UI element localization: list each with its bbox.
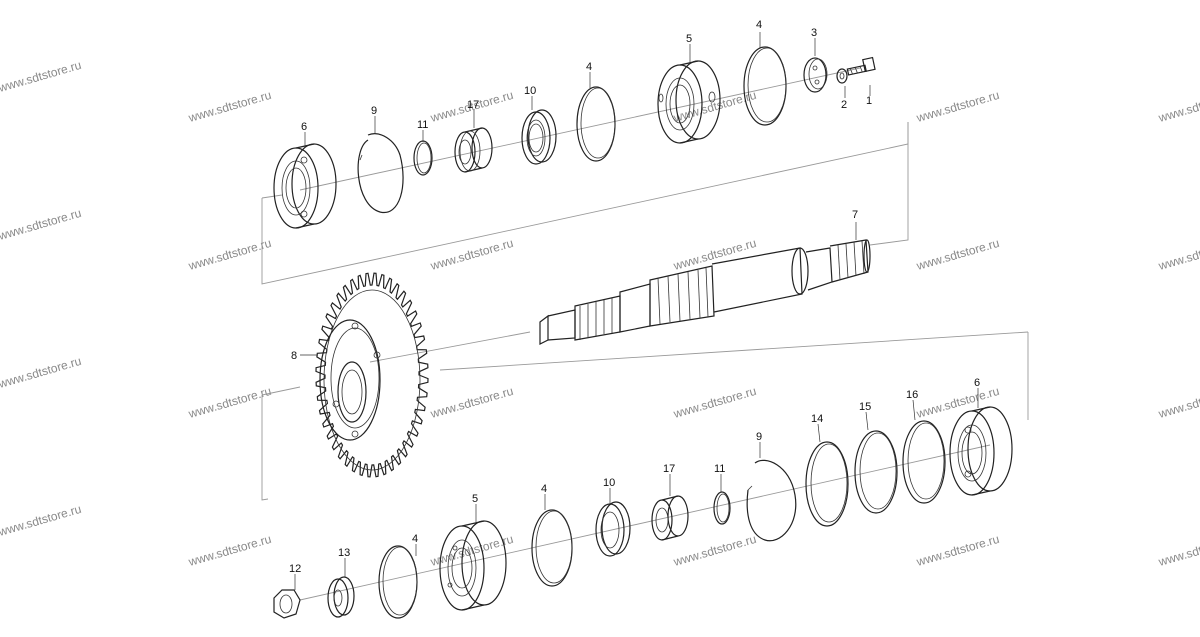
bushing-icon	[454, 127, 493, 173]
snap-ring-icon	[413, 140, 433, 176]
retainer-plate-icon	[803, 57, 828, 93]
watermark-text: www.sdtstore.ru	[0, 206, 83, 243]
washer-icon	[836, 68, 848, 84]
watermark-text: www.sdtstore.ru	[914, 88, 1001, 125]
bushing-icon	[651, 495, 689, 541]
snap-ring-icon	[576, 86, 616, 162]
snap-ring-icon	[531, 509, 573, 587]
watermark-text: www.sdtstore.ru	[186, 532, 273, 569]
bearing-icon	[949, 406, 1013, 496]
axis-lines	[299, 67, 991, 601]
callout-label: 9	[756, 431, 762, 443]
watermark-text: www.sdtstore.ru	[671, 532, 758, 569]
callout-label: 4	[412, 533, 418, 545]
callout-label: 10	[524, 85, 536, 97]
callout-label: 4	[541, 483, 547, 495]
snap-ring-icon	[854, 430, 898, 514]
watermark-text: www.sdtstore.ru	[186, 236, 273, 273]
watermark-text: www.sdtstore.ru	[914, 384, 1001, 421]
oil-seal-icon	[521, 109, 557, 165]
watermark-text: www.sdtstore.ru	[1156, 236, 1200, 273]
callout-label: 12	[289, 563, 301, 575]
callout-label: 4	[586, 61, 592, 73]
callout-label: 5	[686, 33, 692, 45]
watermark-text: www.sdtstore.ru	[1156, 384, 1200, 421]
callout-label: 6	[974, 377, 980, 389]
callout-label: 13	[338, 547, 350, 559]
watermark-text: www.sdtstore.ru	[1156, 532, 1200, 569]
callout-label: 15	[859, 401, 871, 413]
watermark-text: www.sdtstore.ru	[186, 88, 273, 125]
watermark-text: www.sdtstore.ru	[0, 354, 83, 391]
snap-ring-icon	[805, 441, 849, 527]
oil-seal-icon	[595, 501, 631, 557]
circlip-icon	[357, 133, 404, 214]
snap-ring-icon	[378, 545, 418, 619]
callout-label: 10	[603, 477, 615, 489]
bearing-icon	[273, 143, 337, 229]
bearing-icon	[657, 60, 721, 144]
watermark-text: www.sdtstore.ru	[186, 384, 273, 421]
bearing-icon	[439, 520, 507, 611]
watermark-text: www.sdtstore.ru	[914, 532, 1001, 569]
callout-label: 7	[852, 209, 858, 221]
callout-label: 16	[906, 389, 918, 401]
watermark-text: www.sdtstore.ru	[0, 502, 83, 539]
splined-shaft-icon	[539, 239, 871, 345]
callout-label: 11	[417, 119, 428, 131]
upper-assembly-frame	[261, 122, 909, 285]
watermark-layer: www.sdtstore.ru www.sdtstore.ru www.sdts…	[0, 58, 1200, 569]
hex-nut-icon	[273, 589, 301, 619]
snap-ring-icon	[902, 420, 946, 504]
watermark-text: www.sdtstore.ru	[428, 384, 515, 421]
callout-label: 4	[756, 19, 762, 31]
watermark-text: www.sdtstore.ru	[0, 58, 83, 95]
snap-ring-icon	[743, 46, 787, 126]
callout-labels: 1 2 3 4 5 4 10 17 11 9 6 7 8 9 14 15 16 …	[289, 19, 980, 575]
callout-label: 14	[811, 413, 823, 425]
leader-lines	[294, 32, 979, 590]
callout-label: 3	[811, 27, 817, 39]
callout-label: 17	[663, 463, 675, 475]
callout-label: 8	[291, 350, 297, 362]
watermark-text: www.sdtstore.ru	[914, 236, 1001, 273]
callout-label: 5	[472, 493, 478, 505]
circlip-icon	[746, 459, 797, 542]
callout-label: 17	[467, 99, 479, 111]
snap-ring-icon	[713, 491, 731, 525]
watermark-text: www.sdtstore.ru	[1156, 88, 1200, 125]
watermark-text: www.sdtstore.ru	[428, 236, 515, 273]
bolt-icon	[846, 56, 876, 76]
watermark-text: www.sdtstore.ru	[671, 236, 758, 273]
callout-label: 11	[714, 463, 725, 475]
callout-label: 6	[301, 121, 307, 133]
callout-label: 2	[841, 99, 847, 111]
gear-icon	[315, 272, 429, 478]
callout-label: 1	[866, 95, 872, 107]
callout-label: 9	[371, 105, 377, 117]
watermark-text: www.sdtstore.ru	[671, 384, 758, 421]
washer-icon	[327, 576, 355, 618]
lower-assembly-frame	[261, 331, 1029, 501]
